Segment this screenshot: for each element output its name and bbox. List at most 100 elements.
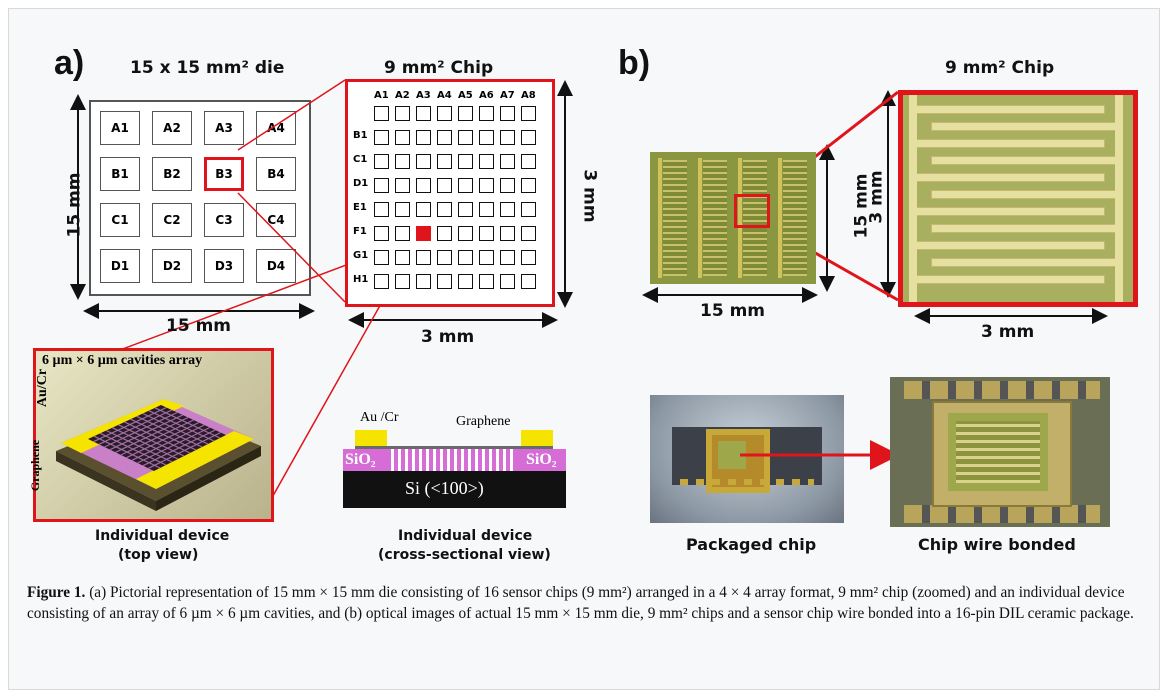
xsec-cavity <box>454 449 457 471</box>
chip-col-label: A7 <box>500 90 515 101</box>
chip-device-cell <box>458 130 473 145</box>
chip-device-cell <box>374 178 389 193</box>
xsec-aucr-pad-right <box>521 430 553 446</box>
die-width-label: 15 mm <box>166 316 232 336</box>
device-top-caption-2: (top view) <box>118 547 199 563</box>
xsec-cavity <box>440 449 443 471</box>
chip-device-cell <box>500 154 515 169</box>
chip-device-cell <box>500 178 515 193</box>
chip-device-cell <box>437 226 452 241</box>
device-3d-render <box>56 399 261 511</box>
figure-label: Figure 1. <box>27 584 86 601</box>
chip-device-cell <box>395 274 410 289</box>
chip-row-label: D1 <box>353 178 369 189</box>
die-column-bus <box>698 158 702 278</box>
chip-device-cell <box>374 154 389 169</box>
chip-row-label: E1 <box>353 202 367 213</box>
chip-device-cell <box>437 202 452 217</box>
chip-device-cell <box>458 154 473 169</box>
cross-section <box>343 430 566 508</box>
device-top-caption-1: Individual device <box>95 528 230 544</box>
device-top-graphene: Graphene <box>28 439 43 492</box>
electrode-bus-right <box>1115 95 1123 302</box>
xsec-graphene-layer <box>355 446 553 449</box>
package-leads <box>680 479 814 485</box>
caption-text: (a) Pictorial representation of 15 mm × … <box>27 584 1134 622</box>
chip-device-cell <box>479 250 494 265</box>
xsec-cavities <box>391 449 517 471</box>
chip-device-cell <box>479 130 494 145</box>
chip-device-cell <box>416 154 431 169</box>
chip-device-cell <box>500 202 515 217</box>
xsec-cavity <box>503 449 506 471</box>
xsec-aucr-label: Au /Cr <box>360 410 399 425</box>
chip-device-cell <box>395 250 410 265</box>
wire-bonded-image <box>890 377 1110 527</box>
chip-col-label: A6 <box>479 90 494 101</box>
xsec-cavity <box>475 449 478 471</box>
die-cell-b4: B4 <box>256 157 296 191</box>
xsec-cavity <box>496 449 499 471</box>
die-column-bus <box>738 158 742 278</box>
device-top-view <box>33 348 274 522</box>
xsec-sio2-left: SiO₂ <box>345 451 376 468</box>
die-cell-b1: B1 <box>100 157 140 191</box>
chip-row-label: C1 <box>353 154 368 165</box>
electrode-finger <box>913 105 1105 114</box>
chip-device-cell <box>479 178 494 193</box>
xsec-graphene-label: Graphene <box>456 414 511 429</box>
chip-device-cell <box>479 154 494 169</box>
bond-pads-top <box>904 381 1100 399</box>
chip-col-label: A5 <box>458 90 473 101</box>
die-cell-c3: C3 <box>204 203 244 237</box>
chip-device-cell <box>416 274 431 289</box>
die-cell-c1: C1 <box>100 203 140 237</box>
die-title: 15 x 15 mm² die <box>130 58 285 78</box>
optical-die-image <box>650 152 816 284</box>
die-cell-c2: C2 <box>152 203 192 237</box>
chip-device-cell <box>521 250 536 265</box>
chip-device-cell <box>458 178 473 193</box>
chip-device-cell <box>521 154 536 169</box>
chip-row-label: G1 <box>353 250 369 261</box>
chip-device-cell <box>500 226 515 241</box>
bonded-chip-fingers <box>956 421 1040 483</box>
chip-device-cell <box>500 106 515 121</box>
packaged-chip-label: Packaged chip <box>686 535 817 554</box>
die-cell-d3: D3 <box>204 249 244 283</box>
device-top-aucr: Au/Cr <box>35 368 51 408</box>
die-cell-b3: B3 <box>204 157 244 191</box>
die-cell-a3: A3 <box>204 111 244 145</box>
chip-col-label: A2 <box>395 90 410 101</box>
die-finger-block <box>703 160 727 276</box>
xsec-cavity <box>398 449 401 471</box>
chip-col-label: A4 <box>437 90 452 101</box>
electrode-finger <box>931 156 1123 165</box>
chip-device-cell <box>395 178 410 193</box>
die-cell-b2: B2 <box>152 157 192 191</box>
chip-device-cell <box>521 226 536 241</box>
chip-device-cell <box>458 202 473 217</box>
chip-device-cell <box>458 274 473 289</box>
die-cell-d4: D4 <box>256 249 296 283</box>
wire-bonded-label: Chip wire bonded <box>918 535 1076 554</box>
chip-device-cell <box>416 130 431 145</box>
b-die-width-label: 15 mm <box>700 301 766 321</box>
chip-device-cell <box>437 130 452 145</box>
b-chip-width-label: 3 mm <box>981 322 1035 342</box>
zoom-line-top <box>237 79 346 151</box>
zoom-line-bottom <box>237 192 346 303</box>
chip-device-cell <box>416 250 431 265</box>
chip-device-cell <box>437 178 452 193</box>
packaged-chip-image <box>650 395 844 523</box>
panel-b-label: b) <box>618 44 651 82</box>
b-chip-title: 9 mm² Chip <box>945 58 1055 78</box>
electrode-finger <box>931 122 1123 131</box>
electrode-finger <box>913 139 1105 148</box>
panel-a-label: a) <box>54 44 85 82</box>
chip-device-cell <box>500 130 515 145</box>
xsec-cavity <box>461 449 464 471</box>
xsec-cavity <box>412 449 415 471</box>
chip-device-cell <box>395 106 410 121</box>
chip-device-cell <box>416 106 431 121</box>
